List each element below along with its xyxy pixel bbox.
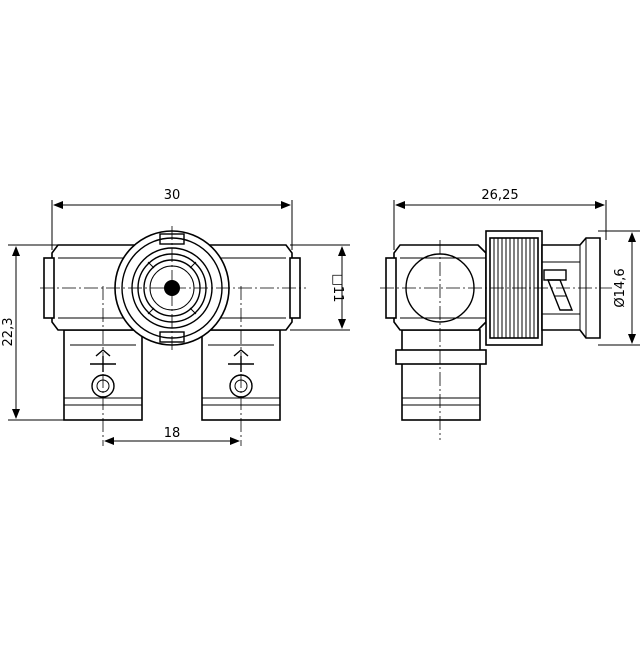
front-view [40,226,306,446]
dimension-height-22-3: 22,3 [1,244,64,421]
dimension-label-30: 30 [164,188,181,203]
dimension-width-30: 30 [51,188,293,250]
dimension-spacing-18: 18 [104,426,240,445]
dimension-label-26-25: 26,25 [481,188,518,203]
dimension-diameter-14-6: Ø14,6 [598,230,640,346]
dimension-square-11: □11 [290,244,350,331]
side-main-body [385,244,487,331]
dimension-length-26-25: 26,25 [393,188,607,250]
dimension-label-diameter-14-6: Ø14,6 [613,268,628,307]
dimension-label-square-11: □11 [330,274,345,303]
dimension-label-22-3: 22,3 [1,318,16,347]
side-bnc-bayonet [541,237,601,339]
dimension-label-18: 18 [164,426,181,441]
side-view [380,230,612,440]
side-leg [395,329,487,421]
